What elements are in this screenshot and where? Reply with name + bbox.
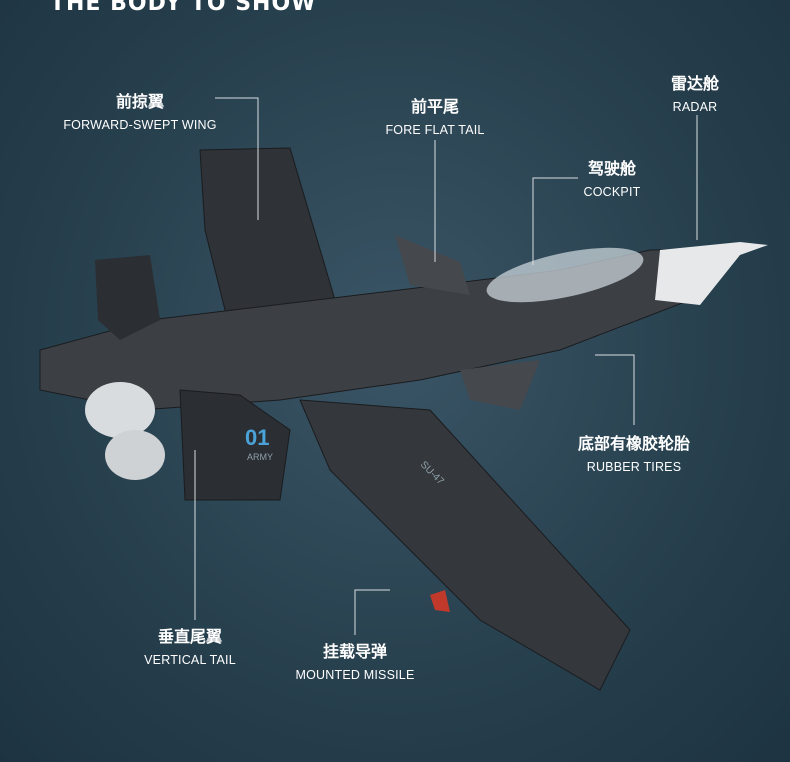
vertical-tail <box>179 389 291 501</box>
callout-vertical-tail: 垂直尾翼 VERTICAL TAIL <box>144 623 236 667</box>
callout-cn: 垂直尾翼 <box>157 627 223 646</box>
callout-fore-flat-tail: 前平尾 FORE FLAT TAIL <box>385 93 484 137</box>
leader-cockpit <box>532 177 578 265</box>
callout-cn: 底部有橡胶轮胎 <box>577 434 691 453</box>
callout-cn: 挂载导弹 <box>322 642 387 661</box>
callout-en: RADAR <box>672 100 718 114</box>
cockpit-canopy <box>486 247 644 303</box>
callout-cn: 前掠翼 <box>115 92 164 111</box>
leader-lines <box>194 97 698 635</box>
callout-cn: 前平尾 <box>410 97 459 116</box>
tail-number: 01 <box>245 425 269 450</box>
engine-nozzle <box>85 382 155 438</box>
section-title: THE BODY TO SHOW <box>50 0 317 16</box>
leader-forward-swept-wing <box>215 97 259 220</box>
leader-mounted-missile <box>354 589 390 635</box>
callout-en: FORWARD-SWEPT WING <box>63 118 217 132</box>
callout-en: COCKPIT <box>583 185 641 199</box>
forward-swept-wing-lower <box>299 399 631 691</box>
callout-mounted-missile: 挂载导弹 MOUNTED MISSILE <box>296 638 415 682</box>
missile <box>430 590 450 612</box>
callout-cockpit: 驾驶舱 COCKPIT <box>584 155 641 199</box>
callout-cn: 雷达舱 <box>670 74 720 93</box>
radar-nose <box>655 242 768 305</box>
leader-rubber-tires <box>595 354 635 425</box>
callout-en: FORE FLAT TAIL <box>385 123 485 137</box>
callout-radar: 雷达舱 RADAR <box>671 70 719 114</box>
callout-en: RUBBER TIRES <box>586 460 682 474</box>
callout-cn: 驾驶舱 <box>587 159 636 178</box>
rear-tail-block <box>95 255 160 340</box>
tail-marking: ARMY <box>247 452 273 462</box>
engine-nozzle <box>105 430 165 480</box>
callout-en: MOUNTED MISSILE <box>295 668 415 682</box>
fore-flat-tail-upper <box>395 235 470 295</box>
callout-forward-swept-wing: 前掠翼 FORWARD-SWEPT WING <box>63 88 216 132</box>
callout-rubber-tires: 底部有橡胶轮胎 RUBBER TIRES <box>578 430 690 474</box>
callout-en: VERTICAL TAIL <box>144 653 236 667</box>
fore-flat-tail-lower <box>460 360 540 410</box>
